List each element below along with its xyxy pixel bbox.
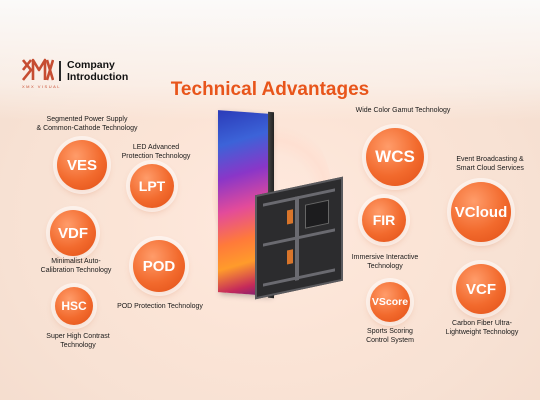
fir-label-line-1: Immersive Interactive: [351, 254, 419, 261]
logo-line-2: Introduction: [67, 70, 129, 83]
logo-divider: [59, 61, 61, 81]
fir-label-line-2: Technology: [367, 262, 403, 270]
ves-badge: VES: [57, 140, 107, 190]
lpt-badge: LPT: [130, 164, 174, 208]
cabinet-rail-mid: [263, 228, 335, 247]
xmx-logo-icon: [22, 58, 54, 81]
led-cabinet-back: [255, 176, 343, 300]
vcf-badge: VCF: [456, 264, 506, 314]
wcs-label-line-1: Wide Color Gamut Technology: [355, 107, 451, 114]
wcs-label: Wide Color Gamut Technology: [338, 107, 468, 116]
cabinet-power-box: [305, 199, 329, 229]
fir-badge: FIR: [362, 198, 406, 242]
logo-text: Company Introduction: [67, 59, 129, 83]
wcs-badge: WCS: [366, 128, 424, 186]
hsc-label-line-2: Technology: [60, 341, 96, 349]
ves-label: Segmented Power Supply & Common-Cathode …: [18, 116, 156, 133]
company-logo: XMX VISUAL Company Introduction: [22, 58, 162, 92]
lpt-label: LED Advanced Protection Technology: [108, 144, 204, 161]
vdf-badge: VDF: [50, 210, 96, 256]
vdf-label-line-1: Minimalist Auto-: [51, 258, 101, 265]
vcloud-badge: VCloud: [451, 182, 511, 242]
cabinet-rail-vertical: [295, 196, 299, 281]
vdf-label: Minimalist Auto- Calibration Technology: [33, 258, 119, 275]
logo-subtitle: XMX VISUAL: [22, 84, 62, 89]
vcloud-label: Event Broadcasting & Smart Cloud Service…: [440, 156, 540, 173]
vcf-label-line-1: Carbon Fiber Ultra-: [452, 320, 512, 327]
vcf-label: Carbon Fiber Ultra- Lightweight Technolo…: [434, 320, 530, 337]
vcloud-label-line-2: Smart Cloud Services: [456, 164, 524, 172]
vcf-label-line-2: Lightweight Technology: [445, 328, 519, 336]
hsc-label: Super High Contrast Technology: [28, 333, 128, 350]
ves-label-line-1: Segmented Power Supply: [46, 116, 128, 123]
fir-label: Immersive Interactive Technology: [340, 254, 430, 271]
cabinet-rail-bottom: [263, 268, 335, 287]
vdf-label-line-2: Calibration Technology: [40, 266, 112, 274]
cabinet-connector-2: [287, 249, 293, 265]
hsc-badge: HSC: [55, 287, 93, 325]
pod-badge: POD: [133, 240, 185, 292]
ves-label-line-2: & Common-Cathode Technology: [36, 124, 138, 132]
background-top-fade: [0, 0, 540, 120]
logo-line-1: Company: [67, 59, 115, 71]
lpt-label-line-1: LED Advanced: [132, 144, 180, 151]
vscore-badge: VScore: [370, 282, 410, 322]
vscore-label-line-2: Control System: [366, 336, 414, 344]
page-title: Technical Advantages: [170, 79, 370, 100]
hsc-label-line-1: Super High Contrast: [46, 333, 110, 340]
lpt-label-line-2: Protection Technology: [121, 152, 191, 160]
vscore-label: Sports Scoring Control System: [350, 328, 430, 345]
pod-label-line-1: POD Protection Technology: [117, 303, 203, 310]
vcloud-label-line-1: Event Broadcasting &: [456, 156, 524, 163]
cabinet-connector-1: [287, 209, 293, 225]
vscore-label-line-1: Sports Scoring: [367, 328, 413, 335]
pod-label: POD Protection Technology: [104, 303, 216, 312]
